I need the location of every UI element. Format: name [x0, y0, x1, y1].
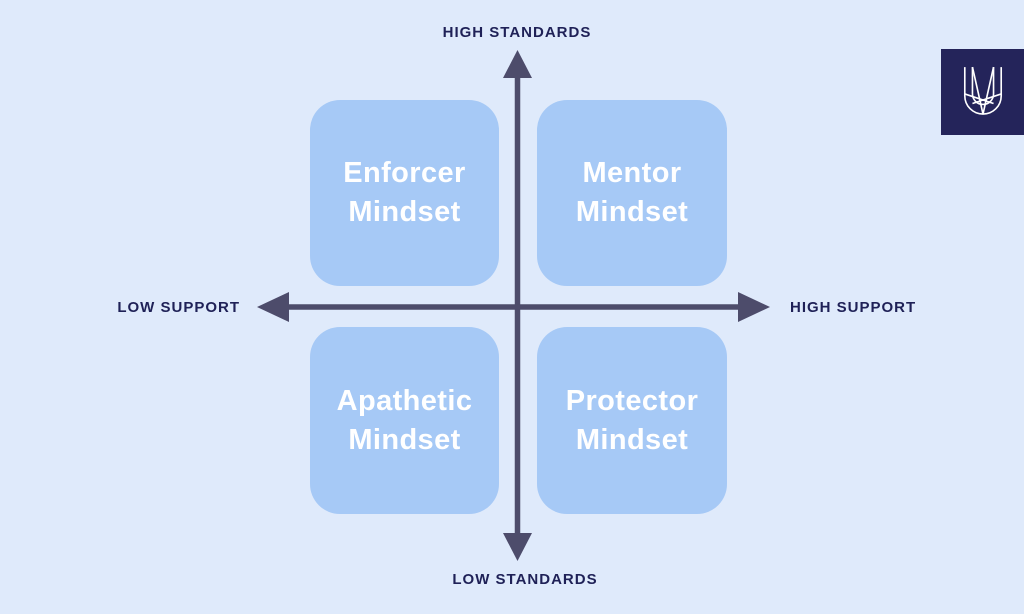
quadrant-apathetic-mindset: Apathetic Mindset — [310, 327, 499, 514]
axis-label-low-support: LOW SUPPORT — [117, 299, 240, 316]
u-inner-outline — [971, 67, 994, 106]
u-logo-icon — [963, 66, 1002, 115]
quadrant-label: Mentor Mindset — [575, 157, 689, 228]
arrow-down-icon — [503, 533, 532, 561]
quadrant-protector-mindset: Protector Mindset — [537, 327, 727, 514]
arrow-up-icon — [503, 50, 532, 78]
u-facet-line — [964, 93, 994, 105]
u-facet-line — [971, 66, 984, 115]
quadrant-enforcer-mindset: Enforcer Mindset — [310, 100, 499, 286]
quadrant-mentor-mindset: Mentor Mindset — [537, 100, 727, 286]
arrow-left-icon — [257, 292, 289, 322]
arrow-right-icon — [738, 292, 770, 322]
quadrant-label: Apathetic Mindset — [336, 384, 473, 456]
quadrant-label: Protector Mindset — [565, 384, 699, 456]
axis-label-high-support: HIGH SUPPORT — [790, 299, 917, 316]
logo-badge — [941, 49, 1024, 135]
quadrant-label: Enforcer Mindset — [343, 157, 466, 228]
axis-label-high-standards: HIGH STANDARDS — [442, 24, 592, 41]
u-facet-line — [981, 66, 994, 115]
u-facet-line — [971, 93, 1001, 105]
axis-label-low-standards: LOW STANDARDS — [452, 571, 598, 588]
u-outer-outline — [963, 67, 1002, 115]
